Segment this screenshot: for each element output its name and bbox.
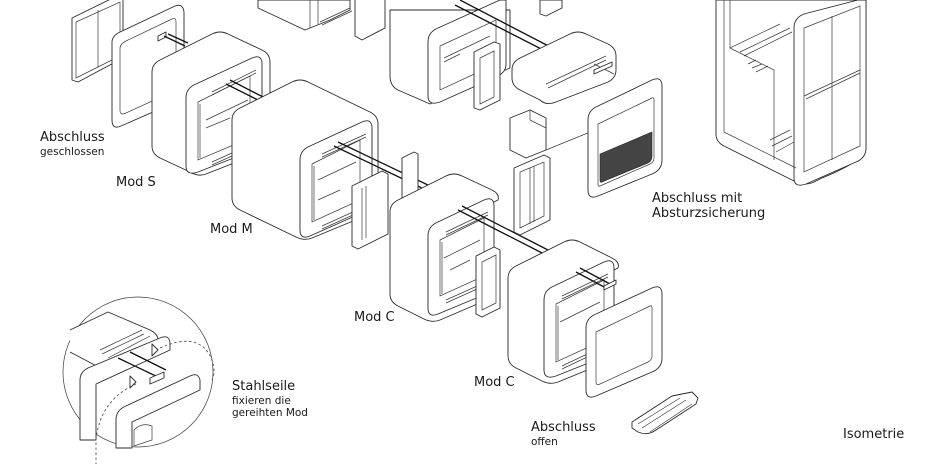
stair-module	[509, 31, 617, 159]
end-frame-fall-protection	[587, 78, 663, 198]
label-line1: Abschluss mit	[652, 191, 743, 206]
cable-anchor	[603, 279, 617, 291]
door-panel-upper	[473, 0, 563, 111]
label-line2: Absturzsicherung	[652, 205, 766, 221]
label-main: Abschluss	[40, 130, 105, 145]
label-mod-s: Mod S	[116, 175, 156, 190]
label-sub: geschlossen	[40, 145, 105, 158]
label-abschluss-offen: Abschluss offen	[531, 420, 596, 448]
label-sub: offen	[531, 435, 558, 448]
label-sub1: fixieren die	[232, 394, 291, 407]
label-main: Abschluss	[531, 420, 596, 435]
label-sub2: gereihten Mod	[232, 407, 308, 419]
label-main: Stahlseile	[232, 379, 296, 394]
label-stahlseile: Stahlseile fixieren die gereihten Mod	[232, 379, 308, 419]
door-panel	[351, 151, 419, 250]
drawing-title: Isometrie	[843, 427, 905, 442]
steel-cable	[163, 33, 189, 47]
label-abschluss-absturzsicherung: Abschluss mit Absturzsicherung	[652, 191, 766, 222]
step-piece	[631, 391, 699, 435]
label-mod-c-2: Mod C	[474, 375, 515, 390]
end-frame-open	[585, 286, 663, 398]
label-abschluss-geschlossen: Abschluss geschlossen	[40, 130, 105, 158]
label-mod-c-1: Mod C	[354, 310, 395, 325]
detail-circle	[62, 296, 215, 464]
label-mod-m: Mod M	[210, 222, 253, 237]
door-panel-lower	[475, 154, 551, 318]
top-module-partial	[257, 0, 386, 41]
tower-module	[715, 0, 867, 186]
